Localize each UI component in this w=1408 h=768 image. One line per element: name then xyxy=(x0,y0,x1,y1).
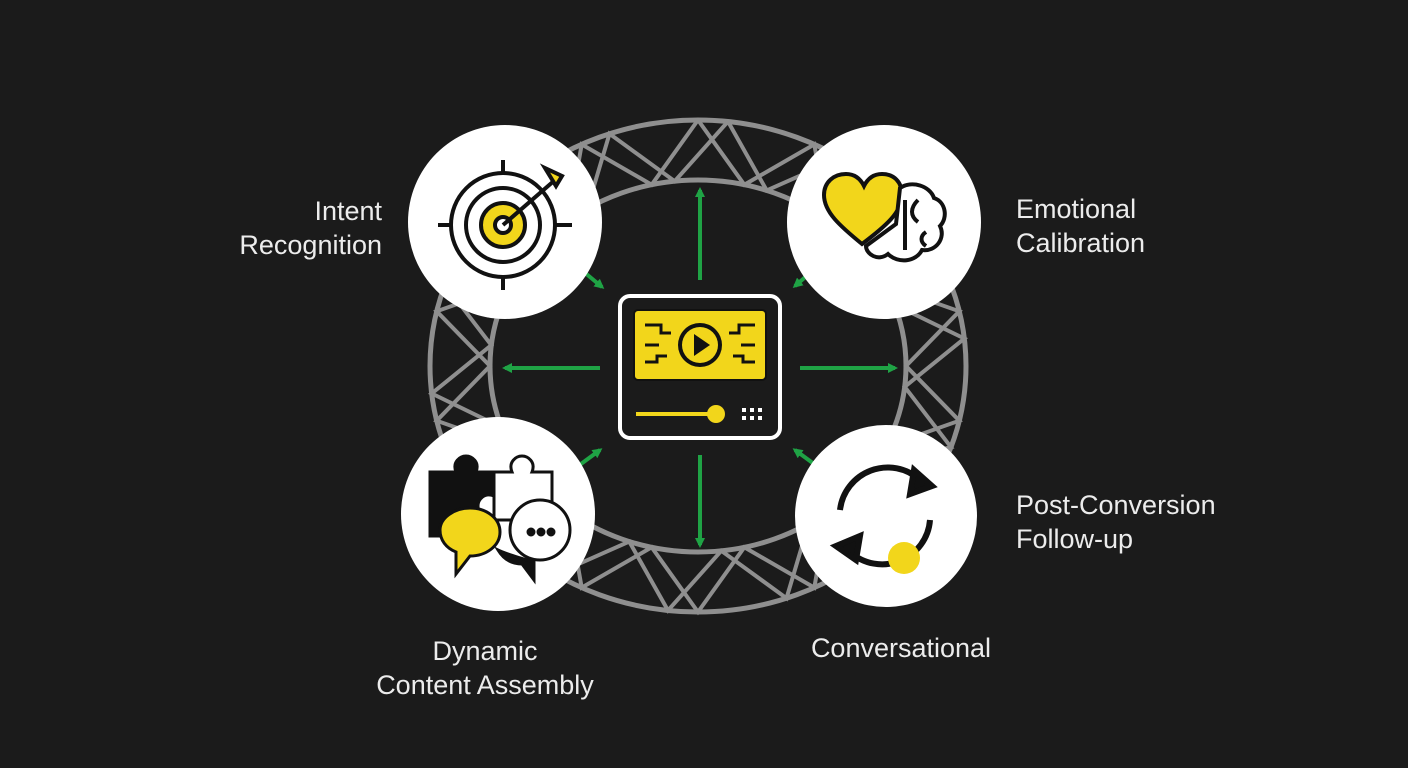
node-dynamic-content-assembly xyxy=(401,417,595,611)
label-emotional-calibration: Emotional Calibration xyxy=(1016,192,1145,260)
label-line: Follow-up xyxy=(1016,524,1134,554)
target-icon xyxy=(438,160,572,290)
label-dynamic-content-assembly: Dynamic Content Assembly xyxy=(340,634,630,702)
label-post-conversion-follow-up: Post-Conversion Follow-up xyxy=(1016,488,1216,556)
label-intent-recognition: Intent Recognition xyxy=(239,194,382,262)
label-conversational: Conversational xyxy=(786,631,1016,665)
video-player-icon xyxy=(618,294,782,440)
label-line: Emotional xyxy=(1016,194,1137,224)
label-line: Recognition xyxy=(239,230,382,260)
node-intent-recognition xyxy=(408,125,602,319)
heart-brain-icon xyxy=(821,171,947,263)
label-line: Conversational xyxy=(810,633,992,663)
label-line: Dynamic xyxy=(432,636,538,666)
label-line: Content Assembly xyxy=(376,670,594,700)
label-line: Post-Conversion xyxy=(1016,490,1216,520)
node-conversational xyxy=(795,425,977,607)
puzzle-chat-icon xyxy=(428,454,572,585)
label-line: Intent xyxy=(314,196,382,226)
node-emotional-calibration xyxy=(787,125,981,319)
label-line: Calibration xyxy=(1016,228,1146,258)
